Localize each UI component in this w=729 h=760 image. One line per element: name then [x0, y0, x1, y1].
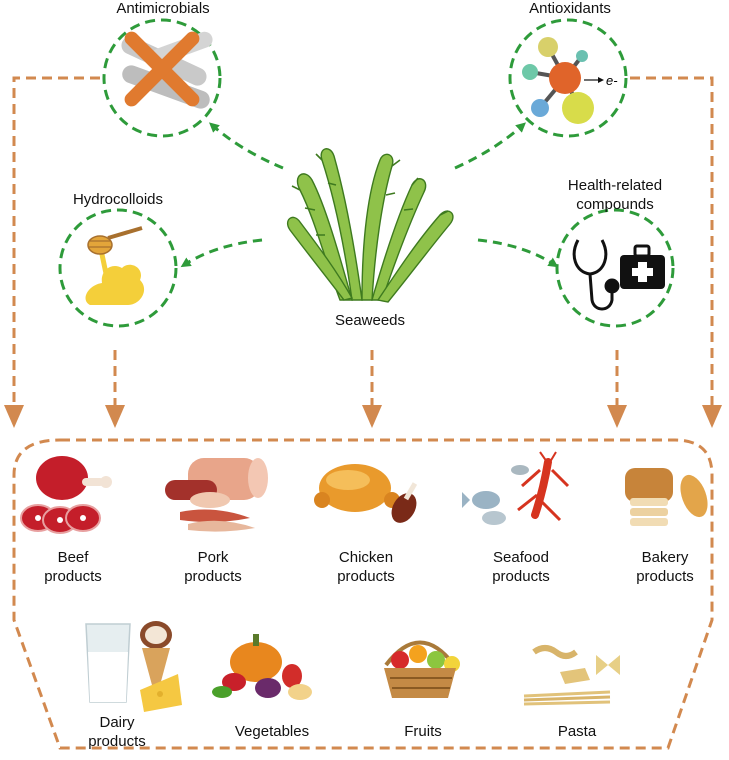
dairy-label-line2: products — [88, 733, 146, 750]
orange-arrowheads — [4, 405, 722, 428]
molecule-icon: e- — [522, 37, 618, 124]
medical-kit-icon — [620, 244, 665, 289]
seafood-label-line1: Seafood — [493, 549, 549, 566]
antioxidants-circle — [508, 18, 628, 138]
pork-label-line1: Pork — [197, 549, 229, 566]
seaweed-illustration — [286, 148, 454, 303]
arrowhead-health — [607, 405, 627, 428]
fruits-label: Fruits — [404, 723, 442, 740]
antioxidants-label: Antioxidants — [529, 0, 611, 17]
arrow-to-antioxidants — [454, 122, 526, 170]
bakery-label-line1: Bakery — [641, 549, 689, 566]
fruits-icon — [384, 640, 460, 698]
pork-icon — [165, 458, 268, 532]
beef-icon — [20, 456, 112, 534]
bacteria-icon — [121, 31, 213, 109]
hydrocolloids-label: Hydrocolloids — [72, 191, 164, 208]
arrowhead-right — [702, 405, 722, 428]
compound-circles — [58, 18, 675, 328]
pasta-icon — [523, 645, 620, 706]
arrow-to-antimicrobials — [209, 122, 284, 170]
seafood-icon — [462, 451, 570, 525]
bakery-label-line2: products — [636, 568, 694, 585]
seaweeds-label: Seaweeds — [334, 312, 406, 329]
bread-icon — [625, 468, 708, 526]
green-arrows — [180, 122, 559, 268]
arrowhead-hydrocolloids — [105, 405, 125, 428]
seafood-label-line2: products — [492, 568, 550, 585]
products-boundary — [12, 438, 714, 750]
vegetables-icon — [212, 634, 312, 700]
chicken-label-line1: Chicken — [338, 549, 394, 566]
beef-label-line2: products — [44, 568, 102, 585]
arrowhead-seaweeds — [362, 405, 382, 428]
hydrocolloids-circle — [58, 208, 178, 328]
arrowhead-left — [4, 405, 24, 428]
stethoscope-icon — [572, 239, 620, 311]
vegetables-label: Vegetables — [234, 723, 310, 740]
dairy-icon — [85, 621, 182, 712]
antimicrobials-connector — [12, 76, 100, 405]
arrow-to-hydrocolloids — [180, 238, 263, 268]
chicken-icon — [314, 464, 418, 523]
antimicrobials-label: Antimicrobials — [116, 0, 210, 17]
orange-flow-lines — [12, 76, 714, 750]
health-label-line2: compounds — [576, 196, 654, 213]
pasta-label: Pasta — [557, 723, 597, 740]
electron-label: e- — [606, 73, 618, 88]
arrow-to-health — [477, 238, 559, 268]
pork-label-line2: products — [184, 568, 242, 585]
honey-icon — [85, 226, 145, 305]
health-circle — [555, 208, 675, 328]
antioxidants-connector — [630, 76, 714, 405]
chicken-label-line2: products — [337, 568, 395, 585]
health-label-line1: Health-related — [567, 177, 663, 194]
dairy-label-line1: Dairy — [99, 714, 135, 731]
antimicrobials-circle — [102, 18, 222, 138]
beef-label-line1: Beef — [57, 549, 89, 566]
